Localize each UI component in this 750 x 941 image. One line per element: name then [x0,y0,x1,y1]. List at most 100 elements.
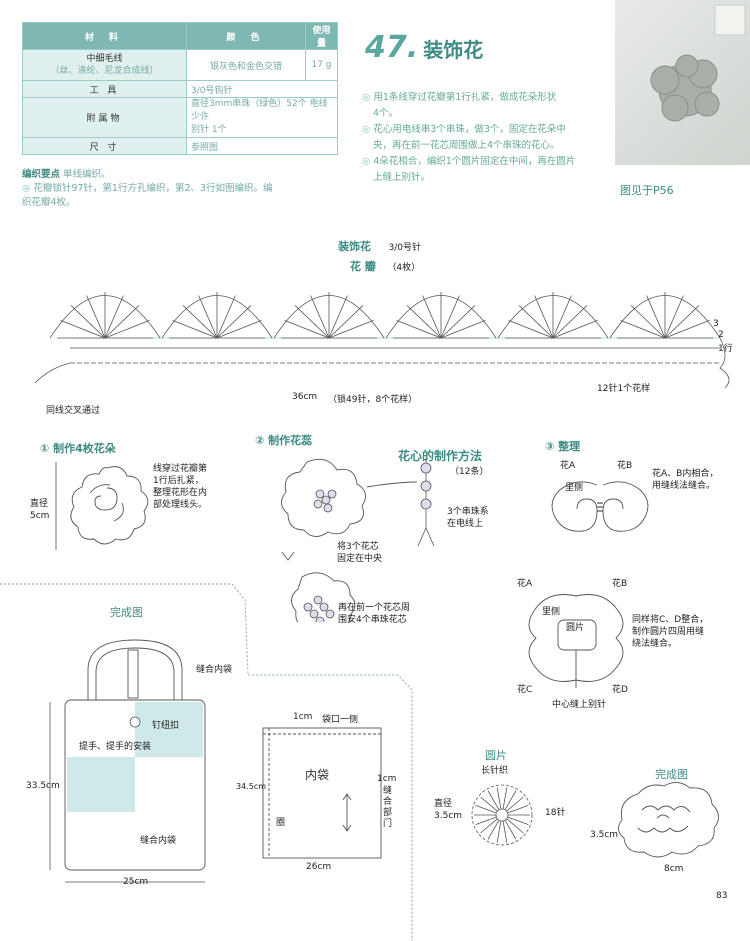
inside-label-2: 里侧 [542,607,561,617]
header-amount: 使用量 [305,22,338,50]
disc-stitch-ray [480,796,498,812]
finished-title: 完成图 [655,768,688,781]
key-points-label: 编织要点 [22,169,61,180]
step-line-2: 4个。 [373,108,399,119]
step1-title: ① 制作4枚花朵 [40,442,116,455]
core-method-count: （12条） [450,467,489,477]
joined-ab-diagram [551,481,649,532]
key-points-line1: 花瓣锁针97针，第1行方孔编织，第2、3行如图编织。编 [33,183,273,194]
disc-stitch: 长针织 [481,766,509,776]
chart-title-row: 装饰花 3/0号针 [338,238,421,254]
yarn-sub: （丝、涤纶、尼龙合成线） [50,66,159,76]
flower-a-label: 花A [560,461,576,471]
petal-count: （4枚） [387,263,421,273]
core-diagram [281,458,418,622]
chart-title: 装饰花 [338,240,371,253]
cross-note: 同线交叉通过 [46,406,101,416]
disc-dia-value: 3.5cm [434,811,463,821]
core-around-note: 再在前一个花芯周 围安4个串珠花芯 [338,602,410,626]
disc-dia-label: 直径 [434,799,453,809]
bag-lining-note: 缝合内袋 [196,665,233,675]
accessory-line2: 别针 1个 [191,125,227,135]
core-fix-2: 固定在中央 [337,554,383,564]
bag-diagram [49,639,206,883]
step-line-4: 央，再在前一花芯周围做上4个串珠的花心。 [373,140,560,151]
disc-stitch-ray [502,820,508,843]
inner-seam-2: 合 [383,797,393,807]
core-fix-1: 将3个花芯 [337,542,379,552]
disc-stitch-ray [496,787,502,810]
joined-abcd-diagram [528,594,624,688]
accessory-line1: 直径3mm串珠（绿色）52个 电线少许 [191,99,328,122]
flower-a-label-2: 花A [517,579,533,589]
disc-label: 圆片 [566,623,585,633]
yarn-color: 银灰色和金色交错 [186,49,306,81]
page-number: 83 [716,891,728,901]
chain-count: （锁49针，8个花样） [328,395,418,405]
disc-stitch-ray [507,805,529,814]
key-points-line2: 织花瓣4枚。 [22,197,76,208]
petal-label: 花 瓣 [350,260,376,273]
disc-diameter: 直径 3.5cm [434,798,462,822]
inner-seam-1: 缝 [383,786,393,796]
disc-stitch-ray [502,787,508,810]
disc-stitch-ray [507,816,529,825]
step1-desc: 线穿过花瓣第 1行后扎紧， 整理花形在内 部处理线头。 [153,463,207,511]
petal-fan [609,292,721,339]
bag-title: 完成图 [110,606,143,619]
core-method-title: 花心的制作方法 [398,449,483,463]
disc-diagram [471,784,533,846]
steps-text: ◎ 用1条线穿过花瓣第1行扎紧，做成花朵形状 4个。 ◎ 花心用电线串3个串珠，… [362,90,612,186]
petal-row: 花 瓣 （4枚） [350,258,420,274]
bead-note-2: 在电线上 [447,519,484,529]
inner-bag-diagram [262,727,382,859]
disc-stitch-ray [487,819,500,840]
materials-table: 材 料 颜 色 使用量 中细毛线 （丝、涤纶、尼龙合成线） 银灰色和金色交错 1… [22,22,338,155]
finished-height: 3.5cm [590,830,619,840]
key-points-text: 单线编织。 [63,169,111,180]
pin-note: 中心缝上别针 [552,700,607,710]
title-text: 装饰花 [423,38,484,62]
yarn-amount: 17 g [305,49,338,81]
cd-note-3: 绕法缝合。 [632,639,678,649]
tool-label: 工 具 [22,80,187,98]
petal-fan [161,292,273,339]
row-1: 1行 [718,344,733,354]
disc-stitch-ray [506,818,524,834]
disc-stitch-ray [480,818,498,834]
disc-stitch-ray [487,790,500,811]
inner-seam-3: 部 [383,808,393,818]
crochet-chart [34,292,730,389]
inner-height: 34.5cm [236,782,267,791]
title-number: 47. [365,30,419,65]
disc-stitch-ray [506,796,524,812]
inner-seam-4: 门 [383,819,393,829]
disc-stitch-ray [504,790,517,811]
accessory-label: 附属物 [22,97,187,138]
inside-label: 里侧 [565,483,584,493]
inner-seam: 缝 合 部 门 [383,786,392,830]
chart-width: 36cm [292,392,318,402]
chart-hook: 3/0号针 [388,243,422,253]
cd-note-1: 同样将C、D整合， [632,615,709,625]
size-value: 参照图 [186,137,338,155]
bag-button-note: 钉纽扣 [152,721,180,731]
flower-d-label: 花D [612,685,628,695]
product-photo [615,0,750,165]
bag-handle-note: 提手、提手的安装 [79,742,152,752]
step-line-1: 用1条线穿过花瓣第1行扎紧，做成花朵形状 [373,92,557,103]
bead-note-1: 3个串珠系 [447,507,489,517]
disc-count: 18针 [545,808,566,818]
bag-width: 25cm [123,877,149,887]
core-around-1: 再在前一个花芯周 [338,603,411,613]
step1-diameter: 直径 5cm [30,498,49,522]
flower-b-label: 花B [617,461,633,471]
disc-title: 圆片 [485,749,507,762]
step-line-6: 上缝上别针。 [373,172,431,183]
inner-ring: 圈 [276,818,286,828]
cd-note-2: 制作圆片四周用缝 [632,627,705,637]
bag-height: 33.5cm [26,781,60,791]
disc-stitch-ray [496,820,502,843]
step1-dimension-line [55,462,57,550]
inner-title: 内袋 [305,768,330,782]
